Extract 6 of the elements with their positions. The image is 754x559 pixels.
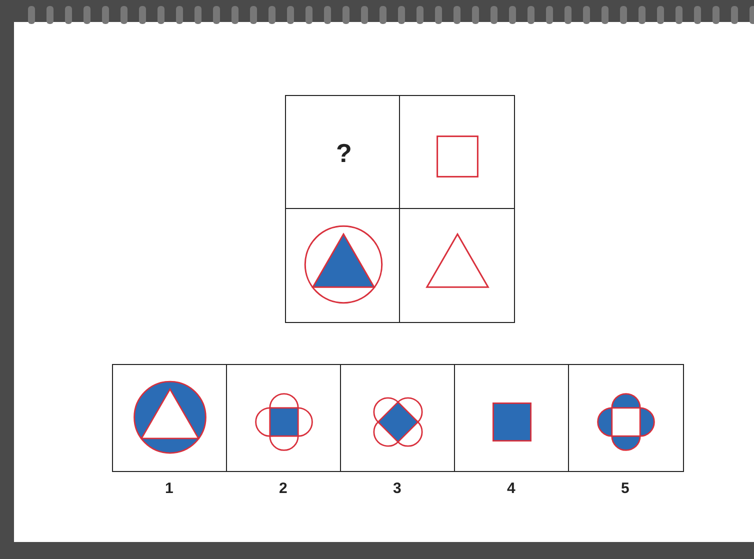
option-number: 4 — [507, 480, 516, 497]
question-mark: ? — [336, 138, 352, 169]
option-number: 1 — [165, 480, 174, 497]
option-number: 2 — [279, 480, 288, 497]
option-number: 5 — [621, 480, 630, 497]
option-number: 3 — [393, 480, 402, 497]
